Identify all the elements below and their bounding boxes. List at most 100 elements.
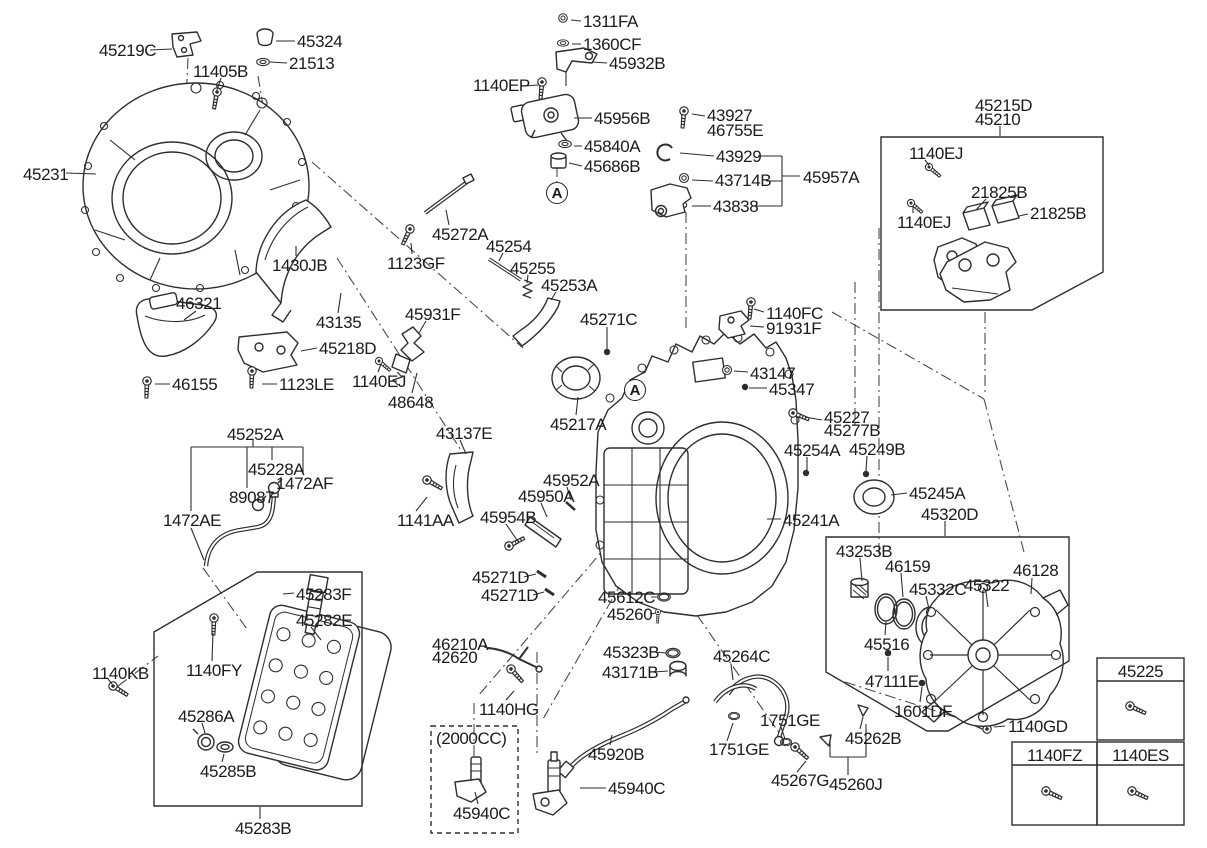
group-boxes	[153, 136, 1185, 834]
part-label-1140ej-15: 1140EJ	[909, 144, 963, 163]
part-label-45271d-46: 45271D	[481, 586, 539, 605]
part-label-43927-7: 43927	[707, 106, 753, 125]
part-label-45210-14: 45210	[975, 110, 1021, 129]
part-label-45215d-13: 45215D	[975, 96, 1033, 115]
part-label-45241a-57: 45241A	[783, 511, 840, 530]
part-label-45271d-45: 45271D	[472, 568, 530, 587]
part-label-45219c-19: 45219C	[99, 41, 157, 60]
part-label-45285b-68: 45285B	[200, 762, 257, 781]
part-label-1123gf-30: 1123GF	[387, 254, 445, 273]
part-label-45920b-75: 45920B	[588, 745, 645, 764]
part-label-45952a-42: 45952A	[543, 471, 600, 490]
part-label-45282e-64: 45282E	[296, 611, 353, 630]
part-label-45254-37: 45254	[486, 237, 532, 256]
part-label-45260j-85: 45260J	[829, 775, 883, 794]
part-label-45686b-6: 45686B	[584, 157, 641, 176]
part-label-1141aa-36: 1141AA	[397, 511, 454, 530]
part-label-46755e-8: 46755E	[707, 121, 764, 140]
part-label-21513-21: 21513	[289, 54, 335, 73]
part-label-46210a-70: 46210A	[432, 635, 489, 654]
part-label-45347-50: 45347	[769, 380, 815, 399]
part-label-1140gd-95: 1140GD	[1008, 717, 1068, 736]
part-label-45217a-41: 45217A	[550, 415, 607, 434]
part-label-1140ep-3: 1140EP	[473, 76, 530, 95]
part-label-45267g-84: 45267G	[771, 771, 830, 790]
part-label-1140fy-66: 1140FY	[186, 661, 242, 680]
part-label-45950a-43: 45950A	[518, 487, 575, 506]
part-label-43137e-35: 43137E	[436, 424, 493, 443]
part-label-46321-25: 46321	[176, 294, 222, 313]
part-label-46155-28: 46155	[172, 375, 218, 394]
part-label-91931f-48: 91931F	[766, 319, 822, 338]
part-label-42620-71: 42620	[432, 648, 478, 667]
part-label-45253a-39: 45253A	[541, 276, 598, 295]
part-label-1140ej-33: 1140EJ	[352, 372, 406, 391]
part-label-1123le-29: 1123LE	[279, 375, 334, 394]
part-label-47111e-93: 47111E	[865, 672, 919, 691]
reference-marker-a-1: A	[546, 182, 568, 204]
part-label-1751ge-83: 1751GE	[709, 740, 769, 759]
part-label-45264c-81: 45264C	[713, 647, 771, 666]
part-label-45516-92: 45516	[864, 635, 910, 654]
part-label-45262b-86: 45262B	[845, 729, 902, 748]
part-label-45323b-79: 45323B	[603, 643, 660, 662]
part-label-45260-78: 45260	[607, 605, 653, 624]
part-label-45324-20: 45324	[297, 32, 343, 51]
part-label-45322-90: 45322	[964, 576, 1010, 595]
part-label-43253b-87: 43253B	[836, 542, 893, 561]
part-label-1601df-94: 1601DF	[894, 702, 953, 721]
part-label-45277b-52: 45277B	[824, 421, 881, 440]
part-label-46128-91: 46128	[1013, 561, 1059, 580]
leader-lines	[65, 19, 1033, 819]
part-label-1430jb-24: 1430JB	[272, 256, 328, 275]
part-label-45254a-53: 45254A	[784, 441, 841, 460]
part-label-45227-51: 45227	[824, 408, 870, 427]
part-label-43147-49: 43147	[750, 364, 796, 383]
part-label-1311fa-0: 1311FA	[583, 12, 638, 31]
reference-marker-a-2: A	[624, 379, 646, 401]
part-label-45249b-54: 45249B	[849, 440, 906, 459]
part-label-45231-23: 45231	[23, 165, 69, 184]
parts-artwork	[80, 13, 1069, 816]
part-label-21825b-17: 21825B	[971, 183, 1028, 202]
part-label-45932b-2: 45932B	[609, 54, 666, 73]
part-label-1140hg-72: 1140HG	[479, 700, 539, 719]
part-label-89087-61: 89087	[229, 488, 275, 507]
part-label-45255-38: 45255	[510, 259, 556, 278]
part-label-45272a-31: 45272A	[432, 225, 489, 244]
part-label-46159-88: 46159	[885, 557, 931, 576]
reference-lines	[117, 57, 1025, 762]
part-label-2000cc-73: (2000CC)	[436, 729, 507, 748]
part-label-45940c-74: 45940C	[453, 804, 511, 823]
part-label-45940c-76: 45940C	[608, 779, 666, 798]
part-label-45332c-89: 45332C	[909, 580, 967, 599]
part-label-43714b-10: 43714B	[715, 171, 772, 190]
part-label-45840a-5: 45840A	[584, 137, 641, 156]
part-label-43929-9: 43929	[716, 147, 762, 166]
part-label-45228a-59: 45228A	[248, 460, 305, 479]
part-label-45283f-63: 45283F	[296, 585, 352, 604]
part-label-1140ej-16: 1140EJ	[897, 213, 951, 232]
part-label-45957a-12: 45957A	[803, 168, 860, 187]
part-label-11405b-22: 11405B	[193, 62, 248, 81]
part-label-45218d-27: 45218D	[319, 339, 377, 358]
part-label-45245a-55: 45245A	[909, 484, 966, 503]
part-label-1360cf-1: 1360CF	[583, 35, 642, 54]
part-label-45931f-32: 45931F	[405, 305, 461, 324]
part-label-1472ae-62: 1472AE	[163, 511, 222, 530]
part-label-45320d-56: 45320D	[921, 505, 979, 524]
part-label-45271c-40: 45271C	[580, 310, 638, 329]
part-label-43838-11: 43838	[713, 197, 759, 216]
part-label-43135-26: 43135	[316, 313, 362, 332]
table-cell-label-1140es: 1140ES	[1112, 746, 1169, 765]
part-label-1140kb-65: 1140KB	[92, 664, 149, 683]
part-label-1751ge-82: 1751GE	[760, 711, 820, 730]
part-label-45612c-77: 45612C	[598, 588, 656, 607]
part-label-45956b-4: 45956B	[594, 109, 651, 128]
part-label-45286a-67: 45286A	[178, 707, 235, 726]
part-label-1140fc-47: 1140FC	[766, 304, 823, 323]
part-label-45954b-44: 45954B	[480, 508, 537, 527]
table-cell-label-45225: 45225	[1117, 662, 1164, 681]
